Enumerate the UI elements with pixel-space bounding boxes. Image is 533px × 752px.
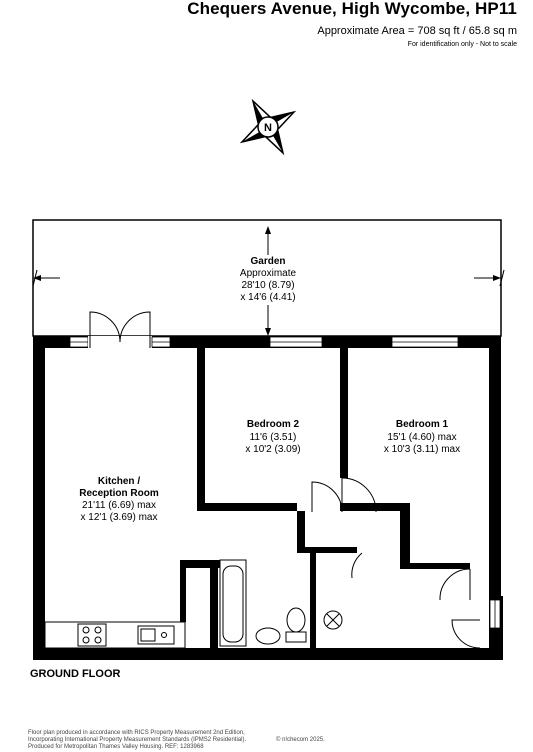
approximate-area: Approximate Area = 708 sq ft / 65.8 sq m bbox=[317, 25, 517, 37]
windows bbox=[69, 336, 501, 629]
room-labels: Garden Approximate 28'10 (8.79) x 14'6 (… bbox=[79, 256, 460, 523]
garden-dim-2: x 14'6 (4.41) bbox=[240, 292, 295, 303]
bedroom2-dim-2: x 10'2 (3.09) bbox=[245, 444, 300, 455]
kitchen-dim-1: 21'11 (6.69) max bbox=[82, 500, 156, 511]
property-title: Chequers Avenue, High Wycombe, HP11 bbox=[187, 0, 517, 18]
footer-credit: © n!checom 2025. bbox=[276, 737, 325, 743]
scale-disclaimer: For identification only - Not to scale bbox=[407, 41, 517, 48]
compass-icon: N bbox=[239, 98, 297, 156]
garden-name: Garden bbox=[250, 256, 285, 267]
footer-line-3: Produced for Metropolitan Thames Valley … bbox=[28, 744, 204, 750]
kitchen-dim-2: x 12'1 (3.69) max bbox=[81, 512, 158, 523]
garden-approx: Approximate bbox=[240, 268, 297, 279]
french-doors bbox=[89, 311, 151, 348]
footer-line-2: Incorporating International Property Mea… bbox=[28, 737, 247, 743]
compass-north-label: N bbox=[264, 122, 272, 134]
floor-label: GROUND FLOOR bbox=[30, 668, 121, 680]
bedroom1-name: Bedroom 1 bbox=[396, 419, 449, 430]
bedroom2-name: Bedroom 2 bbox=[247, 419, 300, 430]
garden-dim-1: 28'10 (8.79) bbox=[241, 280, 294, 291]
footer: Floor plan produced in accordance with R… bbox=[28, 730, 325, 751]
interior-doors bbox=[311, 477, 481, 649]
kitchen-name-1: Kitchen / bbox=[98, 476, 140, 487]
interior-walls bbox=[180, 348, 470, 650]
footer-line-1: Floor plan produced in accordance with R… bbox=[28, 730, 245, 736]
bedroom2-dim-1: 11'6 (3.51) bbox=[250, 432, 297, 443]
bathroom-fixtures bbox=[219, 559, 343, 647]
kitchen-name-2: Reception Room bbox=[79, 488, 159, 499]
kitchen-counter bbox=[44, 621, 186, 649]
bedroom1-dim-2: x 10'3 (3.11) max bbox=[384, 444, 460, 455]
bedroom1-dim-1: 15'1 (4.60) max bbox=[387, 432, 456, 443]
